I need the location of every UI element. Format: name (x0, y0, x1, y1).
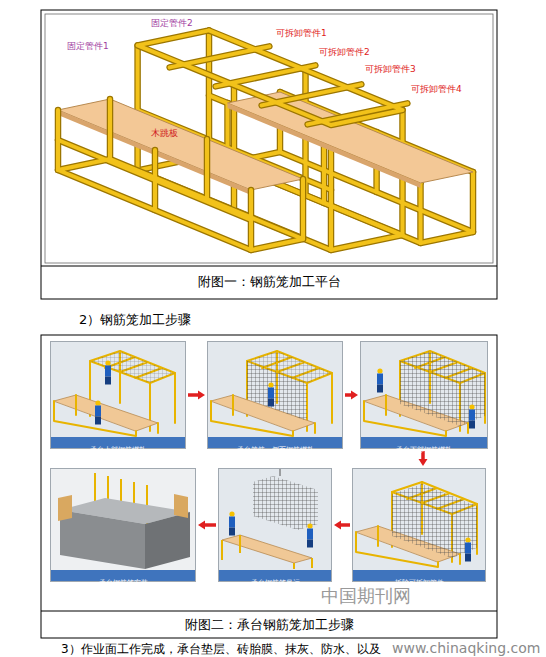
flow-arrow (188, 391, 205, 400)
illustration-part (105, 360, 111, 384)
caption-bar: 承台箍筋、侧面钢筋绑扎 (208, 437, 342, 448)
illustration-part (222, 535, 312, 563)
part-label: 可拆卸管件4 (410, 84, 463, 95)
illustration-part (50, 341, 186, 438)
part-label: 可拆卸管件3 (364, 64, 417, 75)
illustration-part (268, 382, 274, 406)
arrow-shaft (340, 523, 350, 527)
illustration-part (352, 468, 486, 571)
illustration-part (360, 341, 488, 438)
illustration-part (41, 611, 497, 612)
illustration-part (58, 30, 407, 250)
illustration-part (207, 341, 343, 438)
step-caption: 承台钢筋笼安装 (99, 578, 148, 589)
illustration-part (452, 506, 477, 558)
illustration-part (58, 30, 407, 250)
step-panel: 承台箍筋、侧面钢筋绑扎 (207, 341, 343, 449)
illustration-part (60, 510, 145, 569)
flow-arrow (345, 391, 358, 400)
illustration-part (228, 103, 421, 188)
step-caption: 承台箍筋、侧面钢筋绑扎 (237, 445, 314, 456)
illustration-part (41, 335, 497, 638)
figure-caption: 附图二：承台钢筋笼加工步骤 (184, 617, 355, 633)
illustration-part (377, 368, 383, 392)
arrow-head (351, 391, 358, 400)
illustration-part (247, 351, 332, 383)
illustration-part (280, 468, 281, 476)
illustration-part (95, 400, 101, 424)
illustration-part (211, 351, 332, 436)
illustration-part (90, 351, 175, 383)
step-panel: 承台钢筋笼吊运 (218, 468, 332, 582)
caption-bar: 拆除可拆卸管件 (353, 570, 485, 581)
arrow-shaft (188, 393, 199, 397)
illustration-part (58, 495, 72, 521)
illustration-part (229, 511, 235, 535)
section-heading: 2）钢筋笼加工步骤 (78, 312, 192, 328)
step-panel: 承台上部钢筋绑扎 (50, 341, 186, 449)
part-label: 固定管件1 (66, 41, 110, 52)
step-panel: 承台下部钢筋绑扎 (360, 341, 488, 449)
figure-caption: 附图一：钢筋笼加工平台 (197, 274, 342, 290)
illustration-part (218, 468, 332, 571)
body-text: 3）作业面工作完成，承台垫层、砖胎膜、抹灰、防水、以及 (60, 642, 382, 656)
illustration-part (207, 341, 343, 438)
illustration-part (41, 10, 497, 299)
part-label: 木跳板 (150, 128, 179, 139)
illustration-part (307, 523, 313, 547)
illustration-part (45, 14, 493, 263)
illustration-part (50, 341, 186, 438)
arrow-shaft (345, 393, 352, 397)
illustration-part (145, 512, 190, 569)
illustration-part (364, 351, 485, 436)
illustration-part (298, 490, 318, 530)
step-caption: 承台钢筋笼吊运 (251, 578, 300, 589)
arrow-head (334, 521, 341, 530)
step-caption: 承台上部钢筋绑扎 (90, 445, 146, 456)
part-label: 可拆卸管件1 (275, 28, 328, 39)
arrow-head (419, 459, 428, 466)
arrow-head (198, 521, 205, 530)
watermark: www.chinaqking.com (391, 640, 541, 657)
caption-bar: 承台钢筋笼安装 (51, 570, 195, 581)
illustration-part (352, 468, 486, 571)
step-caption: 承台下部钢筋绑扎 (396, 445, 452, 456)
illustration-part (41, 266, 497, 267)
part-label: 固定管件2 (150, 18, 194, 29)
part-label: 可拆卸管件2 (318, 47, 371, 58)
step-panel: 承台钢筋笼安装 (50, 468, 196, 582)
arrow-shaft (204, 523, 216, 527)
flow-arrow (198, 521, 216, 530)
step-panel: 拆除可拆卸管件 (352, 468, 486, 582)
illustration-part (54, 351, 175, 436)
illustration-part (174, 494, 188, 518)
illustration-part (50, 468, 196, 571)
watermark: 中国期刊网 (320, 585, 412, 607)
illustration-part (356, 482, 477, 567)
illustration-part (218, 468, 332, 571)
illustration-part (469, 404, 475, 428)
caption-bar: 承台下部钢筋绑扎 (361, 437, 487, 448)
caption-bar: 承台上部钢筋绑扎 (51, 437, 185, 448)
illustration-part (222, 535, 312, 569)
illustration-part (465, 537, 471, 561)
illustration-part (50, 468, 196, 571)
illustration-part (360, 341, 488, 438)
flow-arrow (334, 521, 350, 530)
arrow-head (198, 391, 205, 400)
caption-bar: 承台钢筋笼吊运 (219, 570, 331, 581)
